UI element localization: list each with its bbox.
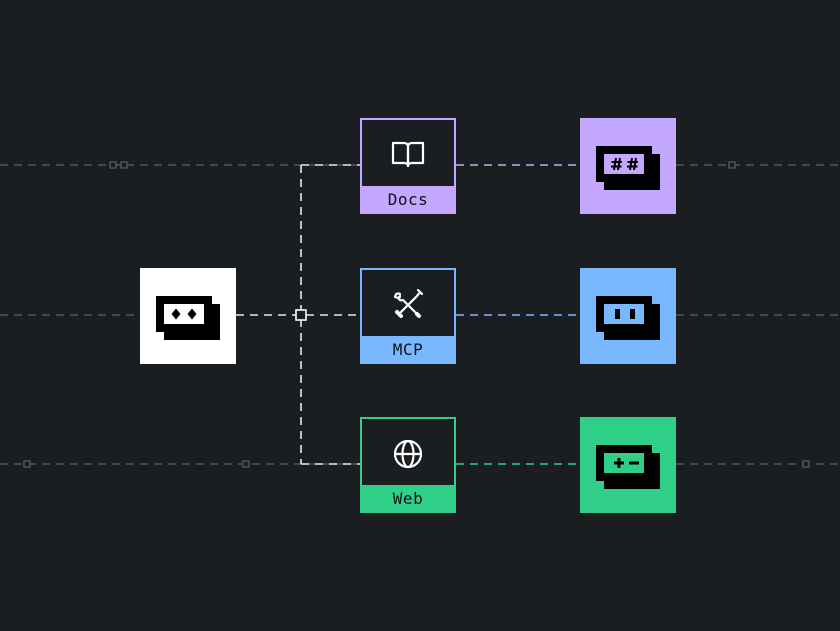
- tool-label-web: Web: [362, 485, 454, 511]
- guide-marker: [802, 460, 810, 468]
- guide-marker: [728, 161, 736, 169]
- output-node-docs[interactable]: [580, 118, 676, 214]
- source-node[interactable]: [140, 268, 236, 364]
- output-node-mcp[interactable]: [580, 268, 676, 364]
- terminal-plus-minus-icon: [596, 445, 660, 489]
- guide-lines: [0, 164, 840, 465]
- guide-marker: [23, 460, 31, 468]
- tool-label-mcp: MCP: [362, 336, 454, 362]
- globe-icon: [362, 433, 454, 473]
- tool-node-mcp[interactable]: MCP: [360, 268, 456, 364]
- terminal-bars-icon: [596, 296, 660, 340]
- bus-junction: [295, 309, 307, 321]
- tool-node-web[interactable]: Web: [360, 417, 456, 513]
- book-icon: [362, 134, 454, 174]
- guide-marker: [120, 161, 128, 169]
- output-node-web[interactable]: [580, 417, 676, 513]
- guide-markers: [23, 161, 810, 468]
- terminal-hash-icon: [596, 146, 660, 190]
- tool-node-docs[interactable]: Docs: [360, 118, 456, 214]
- terminal-diamonds-icon: [156, 296, 220, 340]
- wrench-screwdriver-icon: [362, 284, 454, 324]
- tool-label-docs: Docs: [362, 186, 454, 212]
- guide-marker: [242, 460, 250, 468]
- guide-marker: [109, 161, 117, 169]
